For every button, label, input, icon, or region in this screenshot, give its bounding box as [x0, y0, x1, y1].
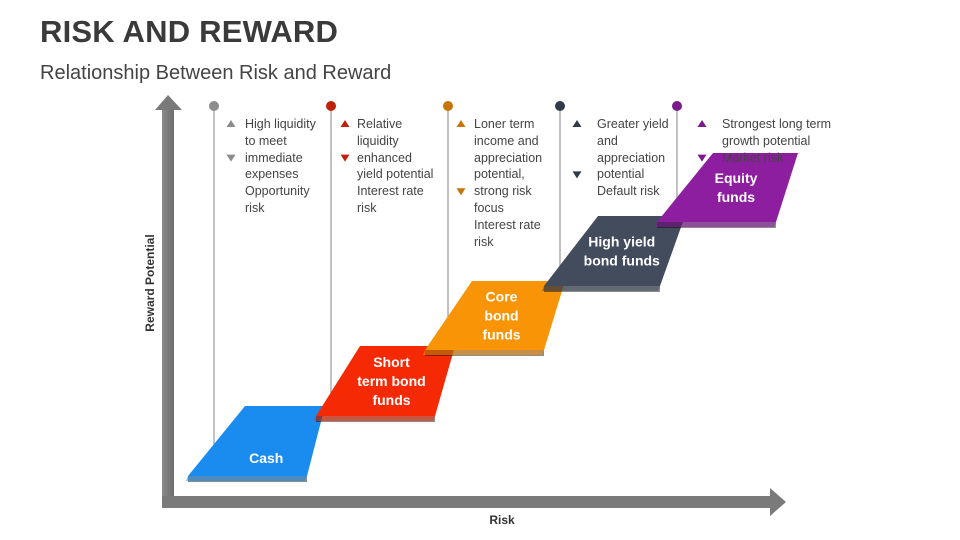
description-line: Relative [357, 117, 403, 131]
step-parallelogram: Core bond funds [423, 281, 565, 356]
down-arrow-icon [456, 188, 466, 196]
down-arrow-icon [226, 154, 236, 162]
step-pin [672, 101, 682, 214]
step-label-line: bond funds [584, 253, 660, 269]
step-label-line: funds [717, 189, 755, 205]
description-line: immediate [245, 150, 303, 165]
x-axis [162, 488, 786, 516]
step-pin [209, 101, 219, 468]
down-arrow-icon [697, 154, 707, 162]
description-line: liquidity [357, 133, 399, 148]
step-label-line: funds [482, 327, 520, 343]
description-line: risk [357, 200, 377, 215]
step-label-line: bond [484, 308, 518, 324]
description-line: expenses [245, 167, 299, 182]
step-parallelogram: High yield bond funds [542, 216, 685, 292]
description-line: Opportunity [245, 184, 310, 199]
description-line: appreciation [474, 150, 543, 165]
description-line: potential, [474, 167, 525, 182]
description-line: Greater yield [597, 117, 669, 131]
step-label-line: High yield [588, 234, 655, 250]
step-label-line: Equity [715, 170, 758, 186]
step-parallelogram: Cash [186, 406, 325, 482]
up-arrow-icon [697, 120, 707, 127]
page-title: RISK AND REWARD [40, 14, 339, 49]
up-arrow-icon [456, 120, 466, 127]
description-line: risk [474, 234, 494, 249]
step-description: Loner term income and appreciation potentia… [474, 116, 542, 250]
description-line: yield potential [357, 167, 434, 182]
description-line: focus [474, 200, 504, 215]
description-line: to meet [245, 133, 287, 148]
description-line: growth potential [722, 133, 811, 148]
down-arrow-icon [340, 154, 350, 162]
description-line: risk [245, 200, 265, 215]
pins-layer [209, 101, 707, 468]
description-line: High liquidity [245, 117, 316, 131]
y-axis-label: Reward Potential [143, 234, 157, 331]
up-arrow-icon [226, 120, 236, 127]
page-subtitle: Relationship Between Risk and Reward [40, 62, 392, 84]
description-line: potential [597, 167, 645, 182]
step-label-line: Core [486, 289, 518, 305]
description-line: Interest rate [474, 217, 541, 232]
step-label-line: funds [372, 392, 410, 408]
step-label-line: Short [373, 354, 410, 370]
step-label-line: term bond [357, 373, 425, 389]
step-parallelogram: Short term bond funds [314, 346, 455, 422]
up-arrow-icon [340, 120, 350, 127]
step-pin [326, 101, 336, 408]
x-axis-label: Risk [489, 513, 515, 527]
step-label-line: Cash [249, 450, 283, 466]
description-line: income and [474, 133, 539, 148]
description-line: Loner term [474, 117, 535, 131]
description-line: and [597, 133, 618, 148]
description-line: Interest rate [357, 184, 424, 199]
step-description: Relative liquidity enhanced yield potential… [357, 116, 433, 217]
step-pin [555, 101, 565, 278]
description-line: appreciation [597, 150, 666, 165]
up-arrow-icon [572, 120, 582, 127]
y-axis [155, 95, 182, 508]
step-parallelogram: Equity funds [655, 153, 798, 228]
description-line: strong risk [474, 184, 532, 199]
description-line: Market risk [722, 150, 784, 165]
step-pin [443, 101, 453, 342]
description-line: Default risk [597, 184, 660, 199]
description-line: enhanced [357, 150, 412, 165]
description-line: Strongest long term [722, 117, 832, 131]
down-arrow-icon [572, 171, 582, 179]
